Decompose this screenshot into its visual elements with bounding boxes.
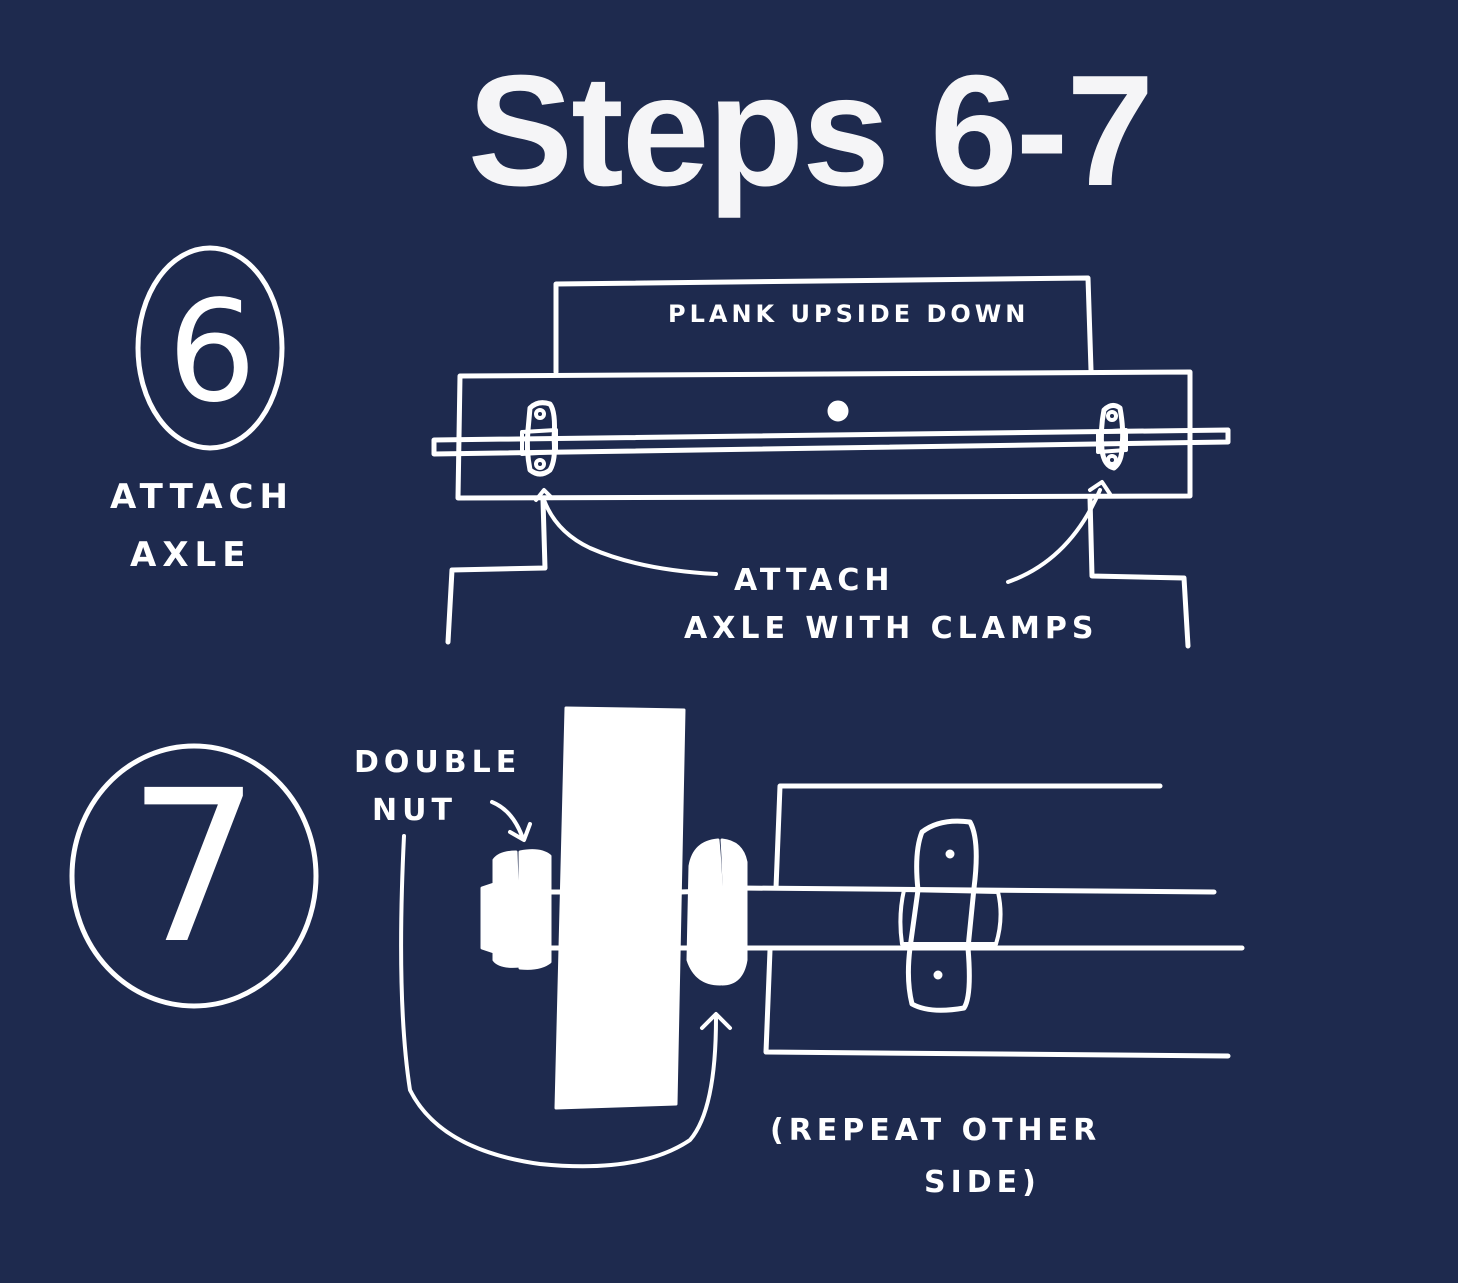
truck-top-edge (773, 783, 1163, 891)
page-title: Steps 6-7 (467, 43, 1155, 219)
axle-rod (431, 427, 1231, 457)
axle-clamp (905, 818, 979, 1013)
nut-arrow (490, 800, 524, 838)
step-7-circle (69, 743, 319, 1009)
plank-label: PLANK UPSIDE DOWN (668, 300, 1029, 328)
inner-nut-b (720, 838, 748, 986)
inner-nut-a (686, 838, 724, 986)
outer-nut-c (518, 849, 552, 970)
left-clamp-hole-bottom (534, 458, 546, 470)
plank-body (553, 275, 1094, 375)
left-stand (445, 497, 548, 645)
callout-line2: AXLE WITH CLAMPS (684, 611, 1098, 646)
center-bolt (827, 400, 849, 422)
step-7-wheel-diagram (399, 706, 1245, 1169)
outer-nut-b (492, 850, 522, 968)
left-callout-arrow (542, 498, 718, 576)
step-6-number: 6 (167, 271, 256, 434)
nut-arrow-head (508, 822, 532, 842)
truck-bottom-edge (763, 947, 1231, 1059)
callout-line1: ATTACH (734, 563, 895, 598)
left-arrow-head (534, 488, 554, 502)
right-clamp-hole-top (1106, 410, 1118, 422)
loop-arrow-head (700, 1012, 732, 1030)
repeat-line1: (REPEAT OTHER (770, 1113, 1101, 1148)
repeat-line2: SIDE) (924, 1165, 1041, 1200)
truck-base (455, 369, 1193, 501)
step-6-circle (135, 245, 285, 451)
axle-clamp-band (898, 888, 1003, 946)
step-6-label-line1: ATTACH (110, 477, 294, 517)
loop-arrow (399, 834, 718, 1169)
step-7-number: 7 (127, 745, 261, 990)
title-area: Steps 6-7 (0, 0, 1458, 230)
right-clamp-band (1096, 428, 1128, 454)
right-clamp (1098, 402, 1126, 471)
left-clamp (524, 400, 557, 477)
clamp-hole-top (945, 849, 955, 859)
step-6-badge: 6 (135, 245, 285, 451)
left-clamp-hole-top (534, 408, 546, 420)
step-7-badge: 7 (69, 743, 319, 1009)
step-6-label-line2: AXLE (130, 535, 251, 575)
left-clamp-band (520, 428, 558, 456)
step-6-plank-diagram: PLANK UPSIDE DOWN ATTACH (431, 275, 1231, 649)
right-clamp-hole-bottom (1106, 454, 1118, 466)
wheel (554, 706, 686, 1110)
right-callout-arrow (1006, 488, 1102, 584)
nut-label-line2: NUT (372, 793, 457, 828)
nut-label-line1: DOUBLE (354, 745, 521, 780)
clamp-hole-bottom (933, 970, 943, 980)
right-arrow-head (1088, 480, 1112, 496)
right-stand (1087, 495, 1191, 649)
